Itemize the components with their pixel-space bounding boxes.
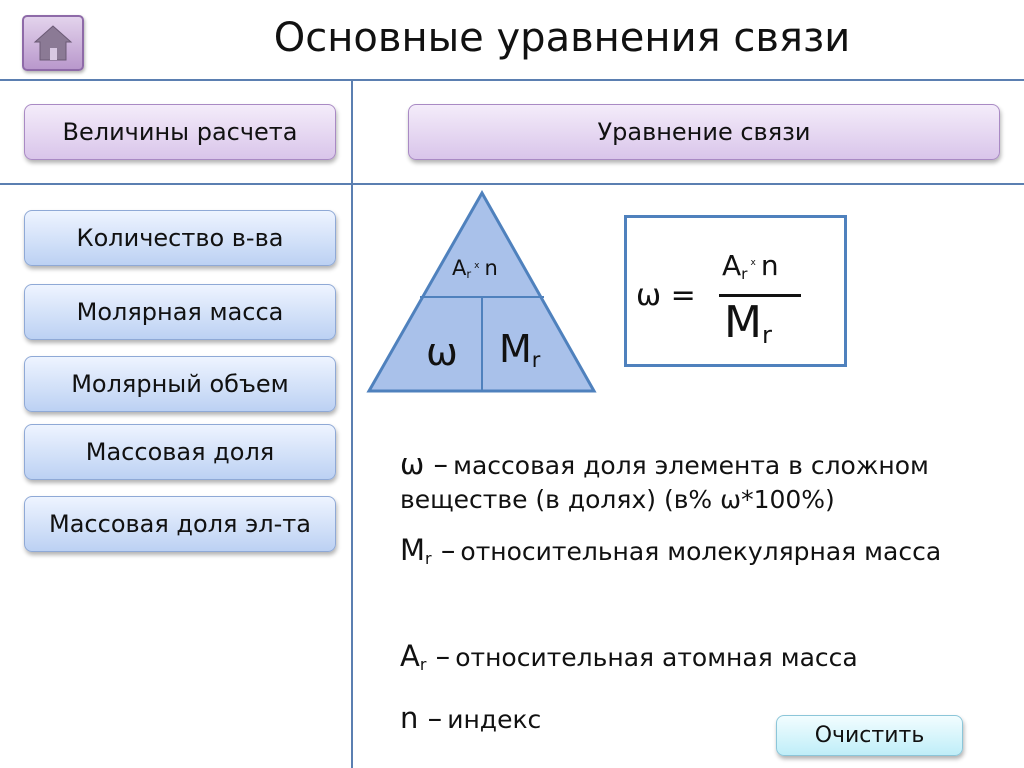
triangle-mr: Mr [499,327,541,373]
legend-mr: Mr – относительная молекулярная масса [400,533,942,568]
fraction-bar [719,294,801,297]
sidebar-item-molar-mass[interactable]: Молярная масса [24,284,336,340]
clear-button[interactable]: Очистить [776,715,963,756]
sidebar-item-mass-fraction[interactable]: Массовая доля [24,424,336,480]
sidebar-item-molar-volume[interactable]: Молярный объем [24,356,336,412]
equation-tab-button[interactable]: Уравнение связи [408,104,1000,160]
home-icon [33,25,73,61]
header-divider [0,79,1024,81]
page-title: Основные уравнения связи [273,15,851,61]
formula-denominator: Mr [724,297,772,350]
legend-n: n – индекс [400,701,542,735]
legend-omega: ω – массовая доля элемента в сложном вещ… [400,447,929,514]
tabs-divider [0,183,1024,185]
home-button[interactable] [22,15,84,71]
sidebar-item-amount[interactable]: Количество в-ва [24,210,336,266]
column-divider [351,80,353,768]
triangle-omega: ω [426,330,458,374]
equation-triangle [366,190,597,393]
sidebar-item-element-mass-fraction[interactable]: Массовая доля эл-та [24,496,336,552]
values-tab-button[interactable]: Величины расчета [24,104,336,160]
legend-ar: Ar – относительная атомная масса [400,639,858,674]
formula-lhs: ω = [636,278,696,313]
